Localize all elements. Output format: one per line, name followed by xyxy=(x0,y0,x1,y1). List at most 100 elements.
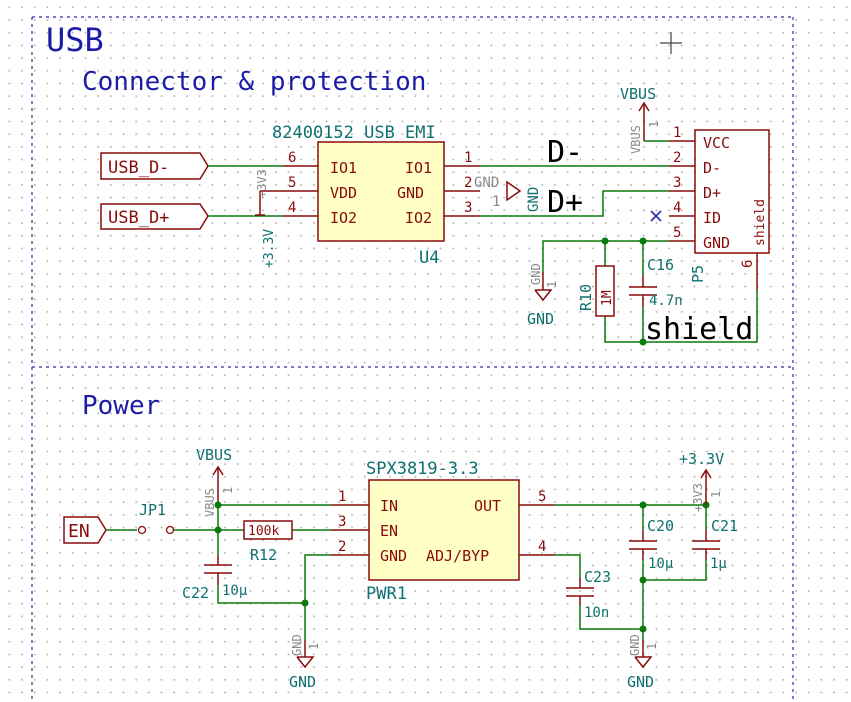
svg-text:5: 5 xyxy=(288,175,296,191)
svg-text:ADJ/BYP: ADJ/BYP xyxy=(426,547,489,565)
svg-text:100k: 100k xyxy=(248,524,279,539)
p5-usb-connector[interactable]: 1 2 3 4 5 VCC D- D+ ID GND shield 6 P5 xyxy=(669,125,770,290)
global-label-usb-dm[interactable]: USB_D- xyxy=(100,152,209,180)
c16-capacitor[interactable]: C16 4.7n xyxy=(629,256,683,309)
global-label-en[interactable]: EN xyxy=(63,516,107,544)
svg-text:GND: GND xyxy=(529,263,543,285)
svg-text:+3.3V: +3.3V xyxy=(262,229,277,268)
svg-text:1µ: 1µ xyxy=(710,556,727,572)
svg-text:P5: P5 xyxy=(689,265,707,283)
svg-text:GND: GND xyxy=(397,184,424,202)
svg-text:1: 1 xyxy=(545,281,559,288)
svg-text:GND: GND xyxy=(703,234,730,252)
svg-text:3: 3 xyxy=(338,514,346,530)
c21-capacitor[interactable]: C21 1µ xyxy=(692,517,738,572)
svg-text:GND: GND xyxy=(628,634,642,656)
net-label-d-plus: D+ xyxy=(547,185,583,220)
svg-text:2: 2 xyxy=(673,150,681,166)
svg-text:IO2: IO2 xyxy=(405,209,432,227)
svg-text:VBUS: VBUS xyxy=(629,125,643,154)
usb-section-title: USB xyxy=(46,21,104,59)
svg-text:GND: GND xyxy=(527,310,554,328)
svg-text:ID: ID xyxy=(703,209,721,227)
jp1-jumper[interactable]: JP1 xyxy=(137,501,175,535)
svg-text:VBUS: VBUS xyxy=(196,446,232,464)
gnd-symbol-p5: GND 1 GND xyxy=(527,263,559,328)
svg-text:1: 1 xyxy=(647,121,661,128)
svg-text:IO1: IO1 xyxy=(405,159,432,177)
pwr1-ref: PWR1 xyxy=(366,584,407,604)
svg-text:USB_D+: USB_D+ xyxy=(108,208,169,228)
svg-text:3: 3 xyxy=(464,200,472,216)
svg-text:2: 2 xyxy=(464,175,472,191)
power-flag-vbus-pwr: VBUS VBUS 1 xyxy=(196,446,235,517)
svg-text:4: 4 xyxy=(538,539,546,555)
sheet-frames xyxy=(31,16,794,702)
svg-text:+3V3: +3V3 xyxy=(691,483,705,512)
svg-text:GND: GND xyxy=(474,175,499,191)
svg-text:1M: 1M xyxy=(600,290,615,306)
c23-capacitor[interactable]: C23 10n xyxy=(566,568,611,621)
svg-text:5: 5 xyxy=(538,489,546,505)
svg-text:IN: IN xyxy=(380,497,398,515)
svg-text:6: 6 xyxy=(740,260,756,268)
svg-text:C21: C21 xyxy=(711,517,738,535)
pwr1-value: SPX3819-3.3 xyxy=(366,459,479,479)
svg-text:1: 1 xyxy=(645,643,659,650)
svg-text:4: 4 xyxy=(673,200,681,216)
net-label-shield: shield xyxy=(645,312,753,347)
svg-text:GND: GND xyxy=(289,673,316,691)
svg-text:IO1: IO1 xyxy=(330,159,357,177)
svg-text:IO2: IO2 xyxy=(330,209,357,227)
no-connect-marker xyxy=(650,210,662,222)
net-label-d-minus: D- xyxy=(547,135,583,170)
svg-text:VDD: VDD xyxy=(330,184,357,202)
svg-text:2: 2 xyxy=(338,539,346,555)
usb-section-subtitle: Connector & protection xyxy=(82,67,426,97)
power-flag-vbus-p5: VBUS VBUS 1 xyxy=(620,85,669,154)
svg-text:1: 1 xyxy=(492,194,500,210)
gnd-symbol-pwr-left: GND 1 GND xyxy=(289,634,321,691)
svg-text:10n: 10n xyxy=(584,605,609,621)
svg-text:EN: EN xyxy=(68,521,90,542)
svg-text:4.7n: 4.7n xyxy=(649,293,683,309)
svg-text:C20: C20 xyxy=(647,517,674,535)
r10-resistor[interactable]: 1M R10 xyxy=(577,265,615,317)
svg-text:GND: GND xyxy=(290,634,304,656)
gnd-symbol-u4: GND 1 GND xyxy=(474,175,542,212)
power-flag-u4-vdd: +3.3V +3V3 xyxy=(255,169,283,268)
svg-text:C22: C22 xyxy=(182,584,209,602)
c22-capacitor[interactable]: C22 10µ xyxy=(182,555,248,602)
global-label-usb-dp[interactable]: USB_D+ xyxy=(100,203,209,230)
svg-text:+3V3: +3V3 xyxy=(255,169,269,198)
svg-text:1: 1 xyxy=(673,125,681,141)
svg-text:VBUS: VBUS xyxy=(620,85,656,103)
svg-text:GND: GND xyxy=(526,187,542,212)
u4-emi-filter[interactable]: 82400152_USB_EMI 6 5 4 IO1 VDD IO2 1 2 3… xyxy=(272,123,480,268)
svg-text:D+: D+ xyxy=(703,184,721,202)
r12-resistor[interactable]: 100k R12 xyxy=(243,520,293,564)
svg-text:R12: R12 xyxy=(250,546,277,564)
u4-value: 82400152_USB_EMI xyxy=(272,123,436,143)
svg-text:4: 4 xyxy=(288,200,296,216)
pwr1-ldo-regulator[interactable]: SPX3819-3.3 1 3 2 IN EN GND 5 4 OUT ADJ/… xyxy=(331,459,555,604)
power-flag-3v3-pwr: +3.3V +3V3 1 xyxy=(679,450,724,512)
svg-text:5: 5 xyxy=(673,225,681,241)
u4-ref: U4 xyxy=(419,248,439,268)
svg-text:1: 1 xyxy=(338,489,346,505)
svg-text:1: 1 xyxy=(709,491,723,498)
svg-text:GND: GND xyxy=(627,673,654,691)
svg-text:R10: R10 xyxy=(577,284,595,311)
svg-text:6: 6 xyxy=(288,150,296,166)
svg-text:3: 3 xyxy=(673,175,681,191)
svg-text:C23: C23 xyxy=(584,568,611,586)
svg-text:1: 1 xyxy=(307,643,321,650)
svg-text:D-: D- xyxy=(703,159,721,177)
c20-capacitor[interactable]: C20 10µ xyxy=(629,517,674,572)
svg-text:1: 1 xyxy=(464,150,472,166)
svg-text:C16: C16 xyxy=(647,256,674,274)
svg-text:JP1: JP1 xyxy=(139,501,166,519)
power-section-subtitle: Power xyxy=(82,391,160,421)
